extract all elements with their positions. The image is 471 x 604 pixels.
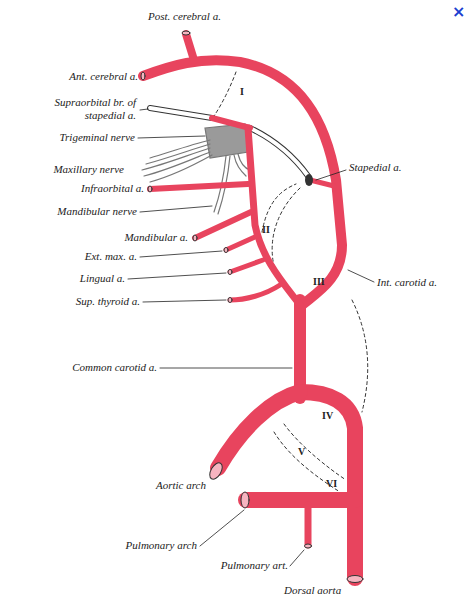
arch-number: VI [326,478,337,489]
part-label: Stapedial a. [349,161,402,174]
part-label: Ant. cerebral a. [69,70,138,83]
part-label: Post. cerebral a. [148,10,221,23]
part-label: Infraorbital a. [81,182,144,195]
part-label: Sup. thyroid a. [76,295,140,308]
arch-number: IV [322,410,333,421]
part-label: Lingual a. [80,272,125,285]
arch-number: III [313,276,325,287]
close-mark: × [452,2,465,21]
part-label: Aortic arch [156,479,206,492]
part-label: Common carotid a. [72,361,157,374]
arch-number: II [262,224,270,235]
arch-number: I [240,86,244,97]
part-label: Mandibular a. [124,231,188,244]
part-label: Pulmonary art. [221,559,288,572]
part-label: Pulmonary arch [126,539,197,552]
part-label: Mandibular nerve [57,205,137,218]
part-label: Ext. max. a. [85,250,137,263]
part-label: Int. carotid a. [377,276,437,289]
part-label: Maxillary nerve [53,163,124,176]
arch-number: V [298,446,305,457]
part-label: Dorsal aorta [284,584,341,597]
part-label: Trigeminal nerve [60,131,135,144]
part-label: Supraorbital br. of stapedial a. [40,96,136,121]
